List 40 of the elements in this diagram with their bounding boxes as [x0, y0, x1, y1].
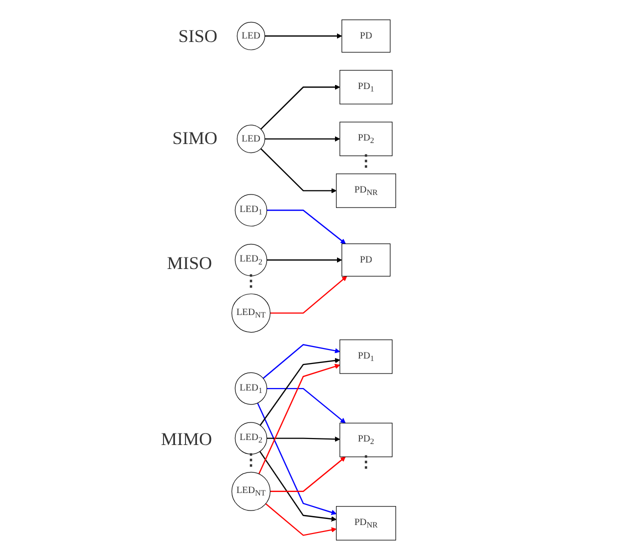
node-box [340, 121, 393, 156]
arrow [265, 32, 342, 38]
arrow [265, 136, 340, 142]
arrow [267, 209, 346, 244]
arrow [270, 456, 346, 492]
node-box [340, 339, 393, 374]
panel-title: MIMO [161, 430, 212, 448]
ellipsis-dots: ⋮ [358, 455, 374, 472]
node-box [336, 506, 396, 540]
arrow [260, 450, 337, 522]
node-circle [232, 293, 271, 332]
node-circle [235, 422, 268, 454]
arrow [266, 502, 337, 536]
panel-title: SIMO [172, 129, 218, 148]
node-circle [235, 243, 268, 276]
node-box [340, 422, 393, 457]
node-box [336, 173, 396, 208]
node-box [340, 70, 393, 104]
arrow [262, 344, 340, 378]
node-box [342, 19, 391, 52]
arrow [260, 148, 337, 193]
arrow [260, 357, 340, 426]
arrow [257, 402, 337, 514]
arrow [267, 436, 340, 442]
node-circle [235, 194, 268, 226]
node-box [342, 242, 391, 276]
ellipsis-dots: ⋮ [243, 274, 260, 290]
ellipsis-dots: ⋮ [358, 154, 374, 170]
panel-title: SISO [178, 26, 218, 45]
arrow [267, 256, 342, 262]
arrow [258, 363, 340, 474]
node-circle [237, 21, 266, 50]
ellipsis-dots: ⋮ [243, 452, 260, 469]
arrow [260, 84, 340, 130]
node-circle [237, 124, 266, 153]
arrow [267, 387, 346, 423]
node-circle [232, 471, 271, 510]
panel-title: MISO [167, 254, 212, 272]
node-circle [235, 372, 268, 404]
arrow [270, 276, 348, 314]
